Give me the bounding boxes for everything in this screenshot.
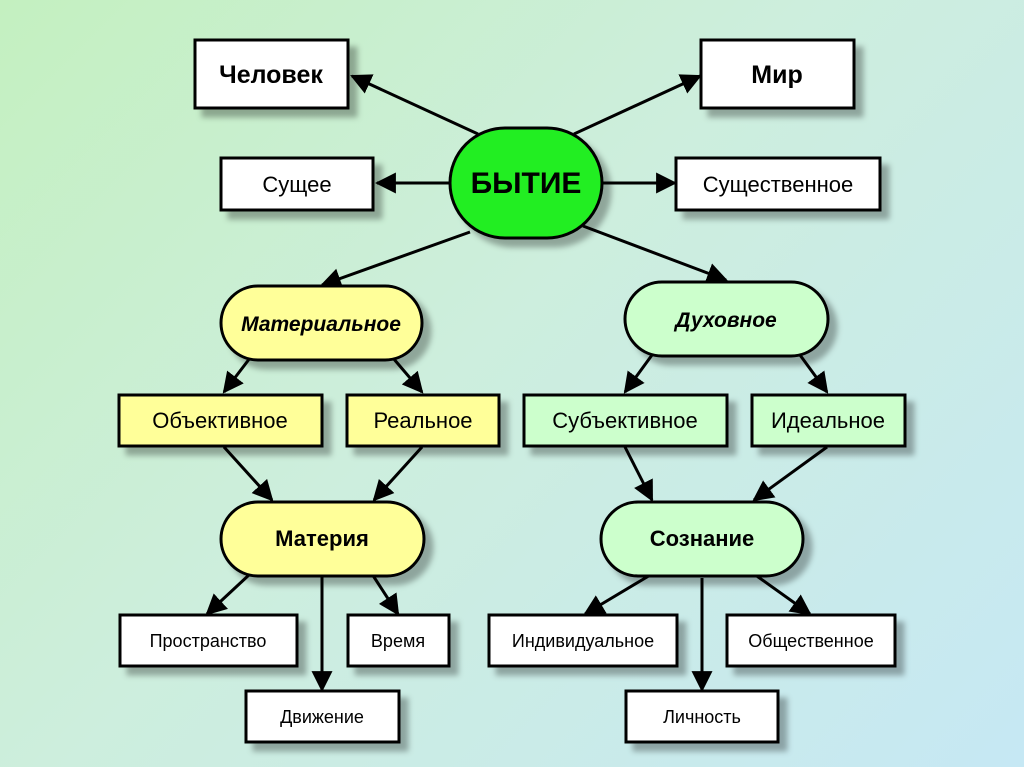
arrow-to-prostranstvo [205, 572, 252, 616]
node-materiya-label: Материя [275, 526, 369, 551]
arrow-idealnoe-to-soznanie [752, 445, 828, 502]
arrow-to-obektivnoe [222, 357, 252, 394]
arrow-to-vremya [370, 573, 400, 616]
node-materiya: Материя [219, 500, 426, 578]
node-lichnost: Личность [624, 689, 780, 744]
node-subektivnoe: Субъективное [522, 393, 729, 448]
arrow-to-realnoe [391, 357, 424, 394]
node-chelovek: Человек [193, 38, 350, 110]
node-sushchestvennoe-label: Существенное [703, 172, 854, 197]
node-individualnoe: Индивидуальное [487, 613, 679, 668]
arrow-to-obshchestvennoe [753, 572, 812, 616]
node-individualnoe-label: Индивидуальное [512, 631, 654, 651]
node-idealnoe: Идеальное [750, 393, 907, 448]
node-vremya: Время [346, 613, 451, 668]
node-realnoe: Реальное [345, 393, 501, 448]
node-dvizhenie-label: Движение [280, 707, 364, 727]
node-soznanie-label: Сознание [650, 526, 755, 551]
node-bytie: БЫТИЕ [448, 126, 604, 240]
node-obektivnoe-label: Объективное [152, 408, 288, 433]
node-idealnoe-label: Идеальное [771, 408, 885, 433]
node-materialnoe-label: Материальное [241, 313, 401, 336]
node-realnoe-label: Реальное [373, 408, 472, 433]
arrow-to-subektivnoe [623, 354, 654, 394]
node-mir-label: Мир [751, 61, 802, 89]
node-dukhovnoe-label: Духовное [673, 309, 777, 332]
node-obektivnoe: Объективное [117, 393, 324, 448]
arrow-obektivnoe-to-materiya [222, 445, 274, 502]
node-vremya-label: Время [371, 631, 425, 651]
node-dvizhenie: Движение [244, 689, 401, 744]
arrow-to-materialnoe [320, 230, 471, 289]
node-sushchee-label: Сущее [262, 172, 331, 197]
arrow-to-chelovek [350, 74, 479, 136]
node-chelovek-label: Человек [219, 61, 323, 89]
arrow-to-mir [573, 74, 702, 136]
node-prostranstvo-label: Пространство [150, 631, 267, 651]
node-prostranstvo: Пространство [118, 613, 299, 668]
node-soznanie: Сознание [599, 500, 805, 578]
node-bytie-label: БЫТИЕ [471, 167, 582, 200]
node-materialnoe: Материальное [219, 284, 424, 362]
arrow-to-individualnoe [583, 572, 653, 616]
node-mir: Мир [699, 38, 856, 110]
node-sushchee: Сущее [219, 156, 375, 212]
arrow-realnoe-to-materiya [372, 445, 424, 502]
arrow-to-idealnoe [798, 354, 829, 394]
node-sushchestvennoe: Существенное [674, 156, 882, 212]
node-obshchestvennoe: Общественное [725, 613, 897, 668]
node-subektivnoe-label: Субъективное [552, 408, 698, 433]
node-obshchestvennoe-label: Общественное [748, 631, 873, 651]
node-lichnost-label: Личность [663, 707, 741, 727]
arrow-subektivnoe-to-soznanie [623, 446, 654, 502]
arrow-to-dukhovnoe [582, 224, 728, 284]
node-dukhovnoe: Духовное [623, 280, 830, 358]
connectors [205, 74, 829, 693]
